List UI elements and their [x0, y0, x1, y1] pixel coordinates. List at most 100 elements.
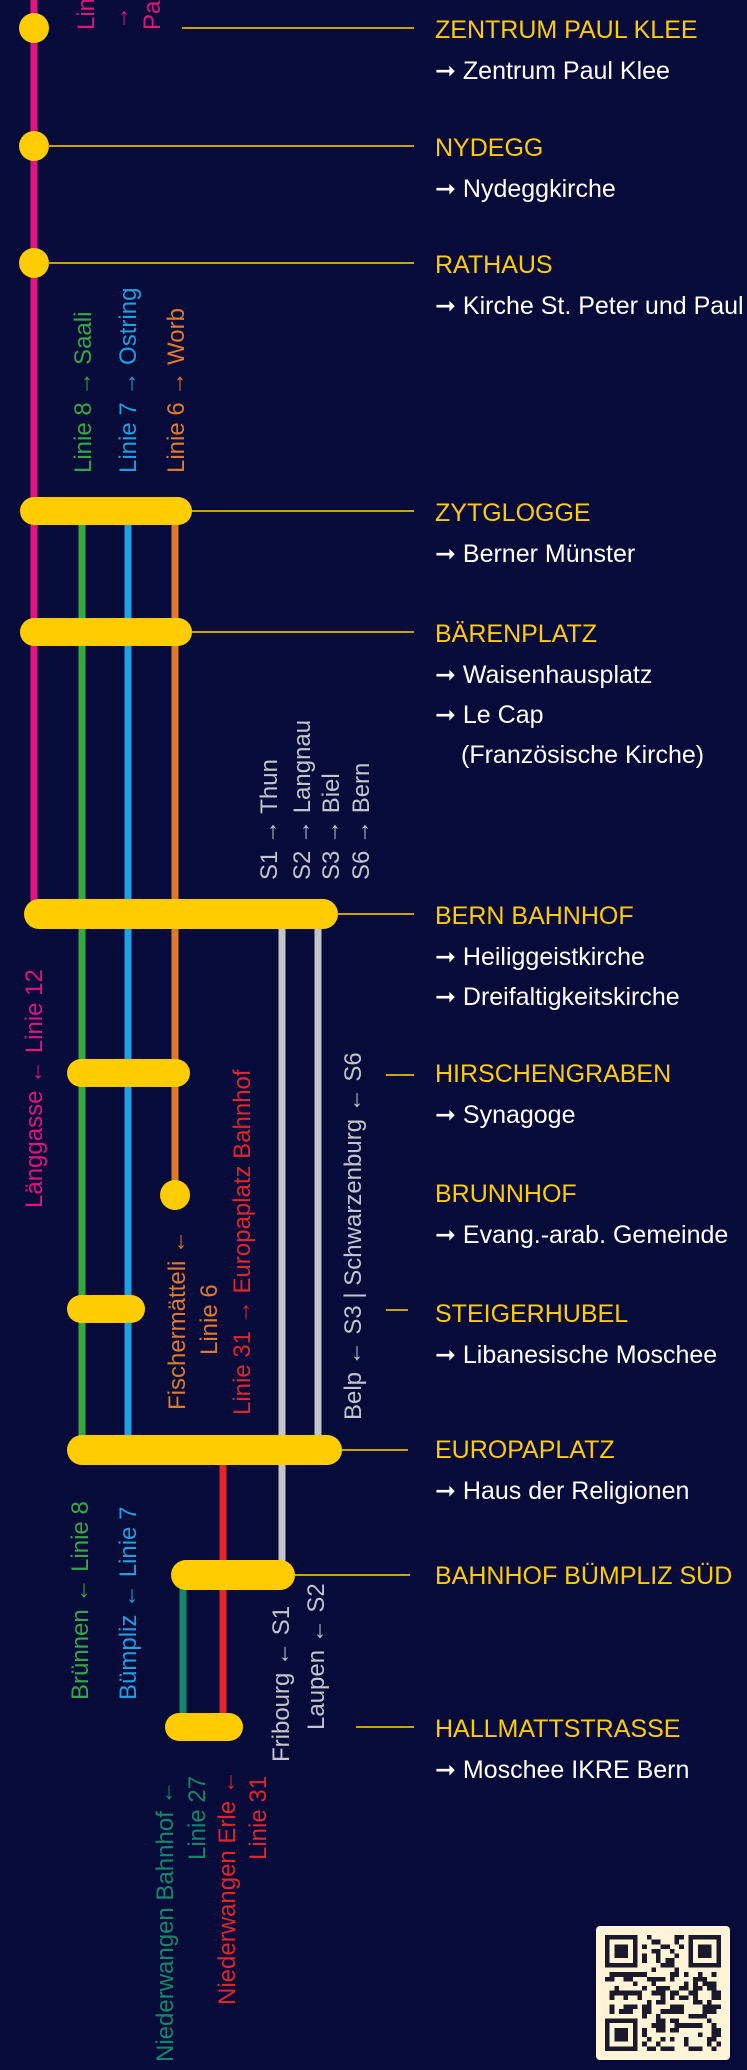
linie-7-south-label: Bümpliz ← Linie 7	[115, 1507, 142, 1700]
qr-cell	[674, 2023, 680, 2028]
qr-cell	[702, 1981, 708, 1987]
stop-marker-bern-bahnhof	[24, 899, 338, 929]
qr-cell	[665, 1986, 670, 1991]
stop-marker-rathaus	[19, 248, 49, 278]
qr-cell	[669, 2009, 675, 2014]
qr-cell	[642, 1986, 647, 1991]
stop-label-group: RATHAUS➞ Kirche St. Peter und Paul	[435, 251, 744, 320]
qr-cell	[651, 1981, 657, 1987]
qr-cell	[609, 1972, 615, 1977]
linie-31-north-label: Linie 31 → Europaplatz Bahnhof	[229, 1069, 256, 1415]
qr-cell	[660, 2018, 666, 2024]
qr-cell	[674, 1967, 680, 1973]
qr-cell	[660, 1995, 666, 2000]
qr-cell	[669, 2037, 675, 2042]
qr-cell	[651, 1948, 657, 1954]
qr-cell	[656, 1948, 661, 1954]
qr-cell	[683, 1986, 689, 1991]
linie-31-south-label: Linie 31	[245, 1776, 272, 1860]
stop-marker-buempliz-sued	[171, 1560, 295, 1590]
qr-cell	[707, 2037, 712, 2042]
qr-cell	[711, 1972, 717, 1977]
qr-cell	[716, 2041, 721, 2047]
qr-cell	[669, 2004, 675, 2010]
qr-cell	[669, 1976, 675, 1982]
qr-cell	[693, 1981, 698, 1987]
qr-cell	[665, 1944, 670, 1949]
qr-cell	[679, 1995, 684, 2000]
qr-cell	[609, 2004, 615, 2010]
qr-cell	[665, 2046, 670, 2051]
qr-cell	[628, 1976, 633, 1982]
stop-marker-baerenplatz	[20, 618, 192, 646]
stop-markers	[19, 13, 342, 1741]
qr-cell	[660, 2037, 666, 2042]
qr-cell	[609, 2009, 615, 2014]
qr-cell	[656, 1958, 661, 1963]
destination-text: ➞ Moschee IKRE Bern	[435, 1756, 689, 1784]
qr-cell	[646, 1976, 652, 1982]
qr-cell	[651, 2023, 657, 2028]
qr-cell	[707, 1986, 712, 1991]
qr-cell	[716, 1990, 721, 1996]
stop-marker-hirschengraben	[67, 1059, 190, 1087]
qr-cell	[693, 2046, 698, 2051]
stop-name: BÄRENPLATZ	[435, 620, 597, 648]
qr-cell	[711, 2046, 717, 2051]
qr-cell	[669, 1962, 675, 1968]
qr-cell	[702, 1976, 708, 1982]
qr-cell	[674, 1939, 680, 1945]
qr-cell	[688, 2023, 694, 2028]
qr-cell	[697, 1976, 703, 1982]
qr-cell	[711, 2027, 717, 2033]
qr-cell	[674, 2004, 680, 2010]
stop-marker-nydegg	[19, 131, 49, 161]
qr-cell	[642, 2009, 647, 2014]
qr-cell	[656, 1953, 661, 1959]
qr-cell	[656, 1976, 661, 1982]
stop-name: EUROPAPLATZ	[435, 1436, 615, 1464]
stop-name: BERN BAHNHOF	[435, 902, 634, 930]
qr-finder	[614, 1944, 629, 1959]
stop-name: ZYTGLOGGE	[435, 499, 591, 527]
qr-cell	[646, 2046, 652, 2051]
qr-cell	[669, 2018, 675, 2024]
qr-cell	[642, 1958, 647, 1963]
stop-marker-europaplatz	[67, 1435, 342, 1465]
qr-cell	[665, 1958, 670, 1963]
stop-name: BAHNHOF BÜMPLIZ SÜD	[435, 1562, 732, 1590]
stop-label-group: EUROPAPLATZ➞ Haus der Religionen	[435, 1436, 689, 1505]
qr-cell	[674, 1990, 680, 1996]
qr-cell	[660, 1944, 666, 1949]
qr-cell	[618, 1972, 624, 1977]
qr-cell	[707, 2004, 712, 2010]
qr-cell	[632, 1972, 638, 1977]
qr-cell	[702, 2004, 708, 2010]
qr-cell	[716, 2004, 721, 2010]
qr-cell	[637, 1972, 643, 1977]
qr-cell	[628, 2009, 633, 2014]
linie-8-south-label: Brünnen ← Linie 8	[67, 1501, 94, 1700]
qr-cell	[669, 2027, 675, 2033]
qr-cell	[646, 1999, 652, 2005]
qr-cell	[651, 2046, 657, 2051]
qr-cell	[674, 2018, 680, 2024]
qr-cell	[716, 2027, 721, 2033]
qr-cell	[656, 1999, 661, 2005]
qr-cell	[642, 2013, 647, 2019]
stop-label-group: BERN BAHNHOF➞ Heiliggeistkirche➞ Dreifal…	[435, 902, 680, 1011]
qr-cell	[711, 2032, 717, 2038]
qr-cell	[707, 2018, 712, 2024]
stop-marker-zytglogge	[20, 497, 192, 525]
qr-cell	[665, 2009, 670, 2014]
s2-north-label: S2 → Langnau	[289, 720, 316, 880]
qr-cell	[642, 2004, 647, 2010]
qr-cell	[702, 2013, 708, 2019]
qr-cell	[651, 1939, 657, 1945]
qr-cell	[688, 1990, 694, 1996]
qr-cell	[693, 1976, 698, 1982]
qr-cell	[669, 1995, 675, 2000]
linie-7-north-label: Linie 7 → Ostring	[115, 288, 142, 473]
qr-cell	[679, 1986, 684, 1991]
